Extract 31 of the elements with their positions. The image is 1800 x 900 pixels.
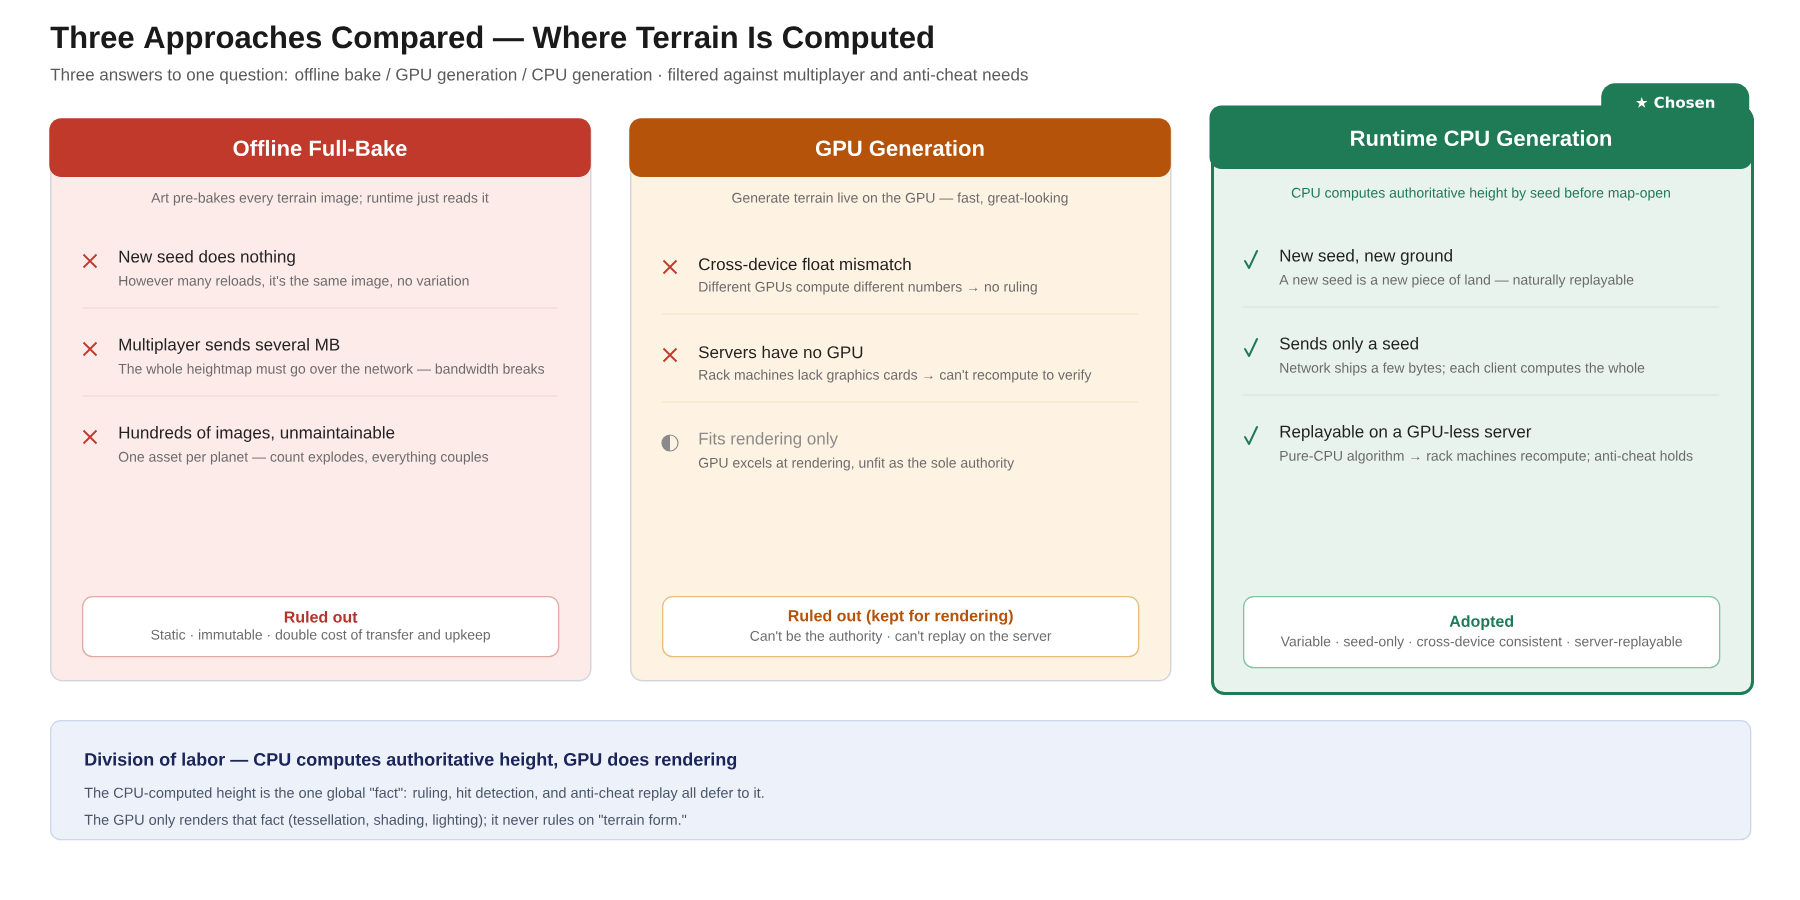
item-title: New seed, new ground bbox=[1280, 249, 1452, 265]
panel-text: The CPU-computed height is the one global "fact": ruling, hit detection, and anti-cheat replay all defer to it. bbox=[84, 787, 764, 801]
item-title: Fits rendering only bbox=[699, 432, 838, 448]
panel-heading: Division of labor — CPU computes authoritative height, GPU does rendering bbox=[85, 752, 737, 770]
verdict-box: Ruled out Static · immutable · double cost of transfer and upkeep bbox=[82, 596, 560, 658]
panel-text: The GPU only renders that fact (tessellation, shading, lighting); it never rules on "terrain form." bbox=[84, 814, 687, 828]
item-description: A new seed is a new piece of land — naturally replayable bbox=[1279, 274, 1634, 288]
item-description: Pure-CPU algorithm → rack machines recompute; anti-cheat holds bbox=[1280, 450, 1693, 464]
item-description: Different GPUs compute different numbers → no ruling bbox=[699, 281, 1037, 295]
item-description: Rack machines lack graphics cards → can't recompute to verify bbox=[699, 369, 1092, 383]
subtitle: Three answers to one question: offline bake / GPU generation / CPU generation · filtered against multiplayer and anti-cheat needs bbox=[50, 68, 1028, 84]
header-band: GPU Generation bbox=[629, 118, 1171, 177]
item-description: GPU excels at rendering, unfit as the sole authority bbox=[698, 457, 1015, 471]
item-title: New seed does nothing bbox=[119, 250, 295, 266]
item-title: Multiplayer sends several MB bbox=[119, 338, 340, 354]
item-title: Cross-device float mismatch bbox=[699, 257, 911, 271]
item-description: One asset per planet — count explodes, everything couples bbox=[118, 451, 489, 465]
card-description: CPU computes authoritative height by seed before map-open bbox=[1291, 187, 1670, 201]
item-title: Replayable on a GPU-less server bbox=[1280, 425, 1532, 441]
card-description: Art pre-bakes every terrain image; runtime just reads it bbox=[151, 192, 489, 206]
verdict-box: Adopted Variable · seed-only · cross-device consistent · server-replayable bbox=[1243, 596, 1721, 669]
item-title: Hundreds of images, unmaintainable bbox=[119, 426, 395, 442]
item-title: Sends only a seed bbox=[1280, 337, 1418, 353]
card-description: Generate terrain live on the GPU — fast, great-looking bbox=[732, 192, 1068, 206]
item-description: Network ships a few bytes; each client computes the whole bbox=[1280, 362, 1645, 376]
page-title: Three Approaches Compared — Where Terrain Is Computed bbox=[50, 25, 933, 55]
verdict-box: Ruled out (kept for rendering) Can't be the authority · can't replay on the server bbox=[662, 596, 1140, 658]
header-band: Offline Full-Bake bbox=[49, 118, 591, 177]
item-description: The whole heightmap must go over the network — bandwidth breaks bbox=[118, 363, 545, 377]
item-title: Servers have no GPU bbox=[699, 345, 863, 359]
item-description: However many reloads, it's the same image, no variation bbox=[119, 275, 469, 289]
